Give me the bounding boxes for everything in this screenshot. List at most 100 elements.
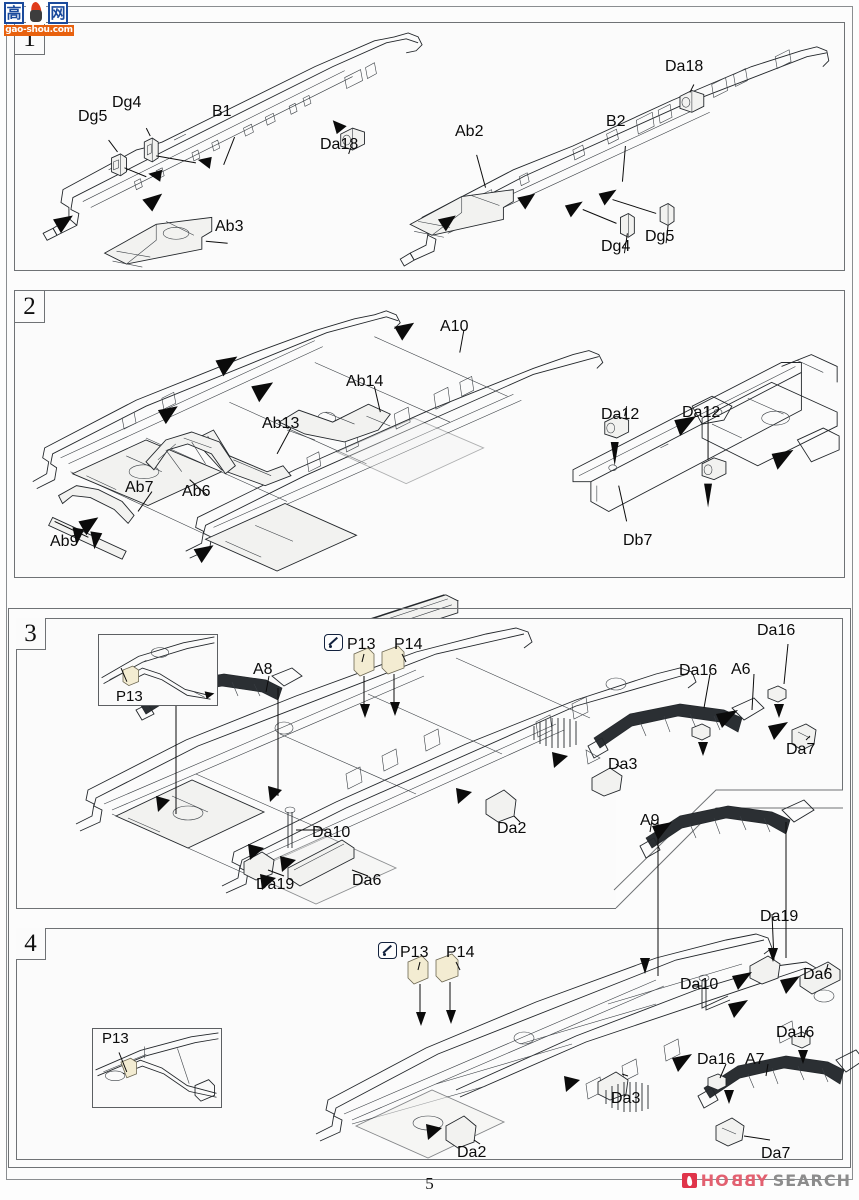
hobby-search-flame-icon — [681, 1173, 697, 1188]
part-da19 — [243, 851, 275, 881]
label-da12-b: Da12 — [682, 404, 721, 421]
page-number: 5 — [425, 1174, 434, 1193]
chassis-rail-b2 — [399, 46, 830, 267]
step-2-artwork — [32, 310, 840, 638]
watermark-char-2: 网 — [48, 2, 68, 24]
label-da7-step3: Da7 — [786, 741, 816, 758]
label-a10: A10 — [440, 318, 469, 335]
label-a6: A6 — [731, 661, 751, 678]
label-p13-step3: P13 — [347, 636, 376, 653]
label-da7-step4: Da7 — [761, 1145, 791, 1162]
part-da18-left — [340, 127, 365, 151]
label-ab3: Ab3 — [215, 218, 244, 235]
part-da16-a — [691, 723, 711, 741]
label-a9: A9 — [640, 812, 660, 829]
part-da7 — [791, 723, 817, 751]
step-1-artwork — [42, 32, 830, 268]
step-panel-2: 2 — [14, 290, 845, 638]
part-da6-step4 — [799, 961, 841, 995]
label-ab14: Ab14 — [346, 373, 384, 390]
detail-inset-step4-art — [95, 1032, 219, 1102]
step-panel-1: 1 — [14, 22, 845, 271]
part-da19-step4 — [749, 955, 781, 985]
step-4-artwork — [315, 799, 859, 1159]
repeat-hatch-marks — [533, 718, 577, 748]
part-da16-step4-a — [707, 1073, 727, 1091]
part-a7-leaf-spring — [697, 1049, 859, 1109]
label-da6-step4: Da6 — [803, 966, 833, 983]
step-number-3: 3 — [16, 618, 46, 650]
repeat-hatch-marks-step4 — [605, 1082, 649, 1112]
label-ab2: Ab2 — [455, 123, 484, 140]
label-inset-p13-step3: P13 — [116, 688, 143, 705]
label-p14-step3: P14 — [394, 636, 423, 653]
label-da12-a: Da12 — [601, 406, 640, 423]
step-number-4: 4 — [16, 928, 46, 960]
detail-inset-step4 — [92, 1028, 222, 1108]
label-dg5-right: Dg5 — [645, 228, 675, 245]
label-da2-step4: Da2 — [457, 1144, 487, 1161]
label-da10-step3: Da10 — [312, 824, 351, 841]
step-number-2: 2 — [15, 291, 45, 323]
part-dg4-right — [620, 212, 635, 238]
part-a6-leaf-spring — [585, 697, 765, 765]
label-b2: B2 — [606, 113, 626, 130]
label-dg4-right: Dg4 — [601, 238, 631, 255]
label-db7: Db7 — [623, 532, 653, 549]
step-3-artwork — [75, 627, 817, 905]
label-da6-step3: Da6 — [352, 872, 382, 889]
label-ab6: Ab6 — [182, 483, 211, 500]
step-4-leaders — [416, 819, 829, 1145]
label-da16-step3-b: Da16 — [757, 622, 796, 639]
part-da12-right — [701, 457, 727, 481]
label-da18-right: Da18 — [665, 58, 704, 75]
detail-inset-step3 — [98, 634, 218, 706]
part-da16-step4-b — [791, 1031, 811, 1049]
part-ab7 — [58, 485, 135, 525]
label-da16-step3-a: Da16 — [679, 662, 718, 679]
label-da3-step3: Da3 — [608, 756, 638, 773]
label-p14-step4: P14 — [446, 944, 475, 961]
part-dg4-left — [143, 137, 159, 163]
label-inset-p13-step4: P13 — [102, 1030, 129, 1047]
label-da19-step3: Da19 — [256, 876, 295, 893]
detail-inset-step3-art — [101, 636, 215, 700]
part-ab2 — [409, 189, 514, 238]
chassis-assembly-main — [32, 310, 604, 572]
label-dg4: Dg4 — [112, 94, 142, 111]
part-dg5-right — [659, 203, 675, 226]
step-2-leaders — [54, 322, 470, 564]
part-da16-b — [767, 685, 787, 703]
step-1-right-leaders — [437, 84, 695, 254]
label-dg5: Dg5 — [78, 108, 108, 125]
part-p14-cream — [381, 645, 405, 675]
part-ab3 — [103, 216, 213, 268]
label-da10-step4: Da10 — [680, 976, 719, 993]
part-da7-step4 — [715, 1117, 745, 1147]
part-p14-cream-step4 — [435, 953, 459, 983]
label-a8: A8 — [253, 661, 273, 678]
label-da3-step4: Da3 — [611, 1090, 641, 1107]
part-da3 — [591, 767, 623, 797]
label-da18-left: Da18 — [320, 136, 359, 153]
part-p13-cream — [353, 647, 375, 677]
chassis-rail-b1 — [42, 32, 423, 241]
label-da16-step4-b: Da16 — [697, 1051, 736, 1068]
label-ab7: Ab7 — [125, 479, 154, 496]
flame-icon — [26, 2, 46, 24]
label-b1: B1 — [212, 103, 232, 120]
part-da18-right — [679, 89, 705, 113]
glue-icon-step4 — [378, 942, 397, 959]
label-a7: A7 — [745, 1051, 765, 1068]
label-ab13: Ab13 — [262, 415, 300, 432]
part-da10-step4 — [698, 974, 731, 1011]
label-da19-step4: Da19 — [760, 908, 799, 925]
part-ab14 — [278, 403, 391, 443]
steps-3-4-outer-frame — [8, 608, 851, 1168]
part-dg5-left — [111, 153, 127, 177]
label-ab9: Ab9 — [50, 533, 79, 550]
step-3-leaders — [156, 643, 811, 890]
logo-text-hobby: HOBBY — [700, 1171, 769, 1190]
watermark-char-1: 高 — [4, 2, 24, 24]
